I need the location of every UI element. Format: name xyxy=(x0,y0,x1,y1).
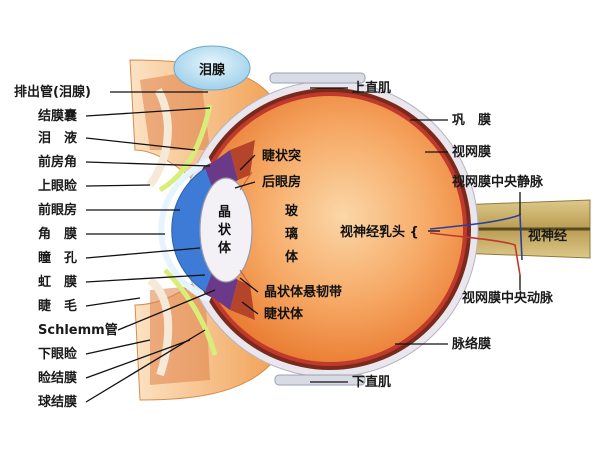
label-superior-rectus: 上直肌 xyxy=(352,80,391,96)
label-central-retinal-artery: 视网膜中央动脉 xyxy=(462,290,554,306)
optic-disc-label: 视神经乳头 { xyxy=(340,224,419,240)
label-choroid: 脉络膜 xyxy=(451,336,491,352)
lower-tarsal-plate xyxy=(147,276,173,377)
vitreous-label-2: 璃 xyxy=(285,226,298,242)
vitreous-body xyxy=(197,96,463,362)
label-anterior-chamber-angle: 前房角 xyxy=(38,154,77,170)
posterior-chamber-label: 后眼房 xyxy=(262,174,301,190)
zonule-fiber xyxy=(239,171,253,191)
ciliary-body-upper xyxy=(230,140,255,180)
label-tears: 泪 液 xyxy=(38,130,77,146)
label-retina: 视网膜 xyxy=(452,144,491,160)
label-anterior-chamber: 前眼房 xyxy=(38,202,77,218)
label-lower-eyelid: 下眼睑 xyxy=(38,346,77,362)
lens-label-1: 晶 xyxy=(218,205,231,220)
label-optic-nerve: 视神经 xyxy=(528,228,567,244)
label-inferior-rectus: 下直肌 xyxy=(352,374,391,390)
label-conjunctival-sac: 结膜囊 xyxy=(38,108,78,124)
ciliary-body-label: 睫状体 xyxy=(264,306,304,322)
label-iris: 虹 膜 xyxy=(38,274,77,290)
lacrimal-gland-label: 泪腺 xyxy=(199,62,226,78)
label-cornea: 角 膜 xyxy=(38,226,77,242)
ciliary-process-label: 睫状突 xyxy=(262,148,301,164)
vitreous-label-1: 玻 xyxy=(285,203,299,219)
upper-conjunctiva xyxy=(158,104,213,193)
label-eyelashes: 睫 毛 xyxy=(38,298,77,314)
lens-label-3: 体 xyxy=(218,240,232,256)
cornea-surface xyxy=(158,157,212,303)
central-retinal-vein xyxy=(429,213,523,261)
label-sclera: 巩 膜 xyxy=(452,112,491,128)
vitreous-label-3: 体 xyxy=(285,249,299,265)
label-pupil: 瞳 孔 xyxy=(38,250,77,266)
ciliary-body-lower xyxy=(230,280,255,320)
label-upper-eyelid: 上眼睑 xyxy=(38,178,77,194)
lens-label-2: 状 xyxy=(218,222,232,238)
central-retinal-artery xyxy=(429,232,521,276)
upper-tarsal-plate xyxy=(146,87,172,188)
lacrimal-gland xyxy=(173,45,251,91)
zonule-label: 晶状体悬韧带 xyxy=(264,284,342,300)
label-central-retinal-vein: 视网膜中央静脉 xyxy=(452,174,544,190)
superior-rectus xyxy=(269,72,366,84)
label-palpebral-conjunctiva: 睑结膜 xyxy=(38,370,77,386)
label-lacrimal-duct: 排出管(泪腺) xyxy=(14,84,91,100)
lens xyxy=(199,177,253,283)
label-bulbar-conjunctiva: 球结膜 xyxy=(38,394,77,410)
label-schlemm-canal: Schlemm管 xyxy=(38,322,118,338)
